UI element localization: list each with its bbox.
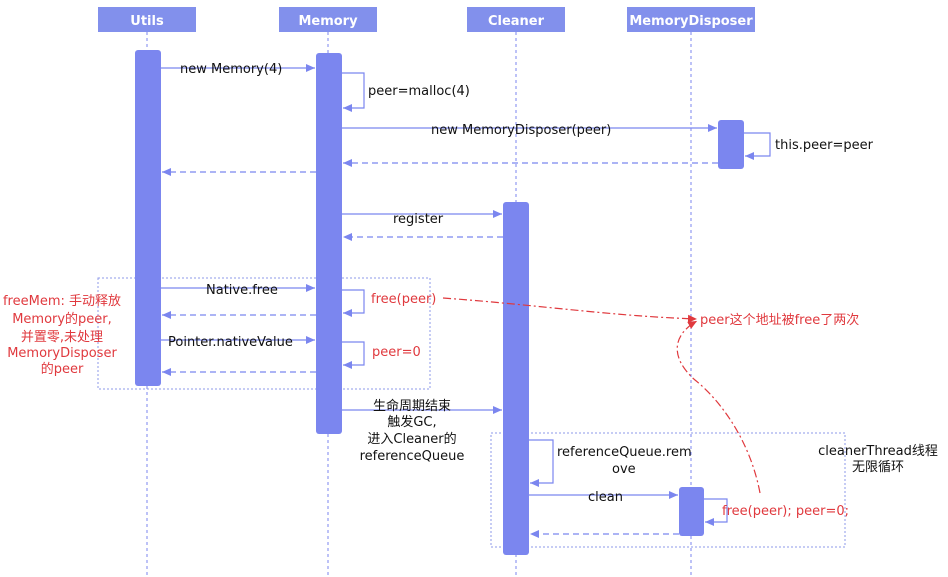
msg-free-peer-arrow bbox=[342, 289, 365, 317]
free-mem-frame bbox=[97, 277, 431, 390]
msg-new-memory-disposer: new MemoryDisposer(peer) bbox=[431, 123, 611, 138]
activation-memory-disposer-1 bbox=[718, 120, 744, 169]
msg-pointer-native-value: Pointer.nativeValue bbox=[168, 335, 293, 350]
msg-register: register bbox=[393, 212, 444, 227]
cleaner-thread-note-line-2: 无限循环 bbox=[852, 460, 904, 475]
msg-free-peer-zero: free(peer); peer=0; bbox=[722, 504, 849, 519]
msg-reference-queue-remove-line-2: ove bbox=[612, 462, 636, 477]
msg-peer-malloc: peer=malloc(4) bbox=[368, 84, 470, 99]
actor-utils: Utils bbox=[98, 7, 196, 32]
msg-lifecycle-end-line-4: referenceQueue bbox=[360, 449, 465, 464]
free-mem-note-line-1: freeMem: 手动释放 bbox=[3, 294, 121, 309]
msg-reference-queue-remove-line-1: referenceQueue.rem bbox=[557, 445, 692, 460]
free-mem-note-line-2: Memory的peer, bbox=[12, 311, 112, 327]
actor-memory-label: Memory bbox=[298, 14, 358, 29]
actor-memory-disposer: MemoryDisposer bbox=[627, 7, 755, 32]
free-mem-note-line-4: MemoryDisposer bbox=[7, 346, 117, 361]
msg-free-peer: free(peer) bbox=[371, 292, 436, 307]
msg-peer-zero: peer=0 bbox=[372, 345, 421, 360]
actor-memory-disposer-label: MemoryDisposer bbox=[629, 14, 753, 29]
msg-lifecycle-end-line-2: 触发GC, bbox=[387, 414, 436, 430]
free-mem-note-line-5: 的peer bbox=[41, 361, 84, 377]
msg-free-peer-zero-arrow bbox=[704, 498, 728, 526]
actor-memory: Memory bbox=[279, 7, 377, 32]
double-free-arrow-from-top bbox=[442, 297, 698, 323]
msg-new-memory: new Memory(4) bbox=[180, 62, 282, 77]
activation-memory-disposer-2 bbox=[679, 487, 704, 536]
msg-reference-queue-remove-arrow bbox=[529, 439, 554, 487]
msg-this-peer: this.peer=peer bbox=[775, 138, 874, 153]
cleaner-thread-frame bbox=[490, 432, 846, 548]
msg-peer-malloc-arrow bbox=[342, 72, 365, 112]
msg-lifecycle-end: 生命周期结束 触发GC, 进入Cleaner的 referenceQueue bbox=[360, 398, 465, 464]
msg-lifecycle-end-line-3: 进入Cleaner的 bbox=[367, 431, 456, 447]
double-free-note: peer这个地址被free了两次 bbox=[700, 312, 859, 328]
free-mem-note-line-3: 并置零,未处理 bbox=[21, 330, 103, 345]
actor-cleaner-label: Cleaner bbox=[488, 14, 545, 29]
msg-native-free: Native.free bbox=[206, 283, 278, 298]
cleaner-thread-note: cleanerThread线程 无限循环 bbox=[818, 444, 938, 475]
msg-clean: clean bbox=[588, 490, 623, 505]
double-free-arrow-from-bottom bbox=[676, 320, 761, 494]
actor-utils-label: Utils bbox=[130, 14, 164, 29]
activation-cleaner bbox=[503, 202, 529, 555]
msg-this-peer-arrow bbox=[744, 132, 771, 160]
free-mem-note: freeMem: 手动释放 Memory的peer, 并置零,未处理 Memor… bbox=[3, 294, 121, 377]
cleaner-thread-note-line-1: cleanerThread线程 bbox=[818, 444, 938, 459]
activation-utils bbox=[135, 50, 161, 386]
msg-peer-zero-arrow bbox=[342, 341, 365, 369]
actor-cleaner: Cleaner bbox=[467, 7, 565, 32]
msg-lifecycle-end-line-1: 生命周期结束 bbox=[373, 398, 451, 414]
activation-memory bbox=[316, 53, 342, 434]
